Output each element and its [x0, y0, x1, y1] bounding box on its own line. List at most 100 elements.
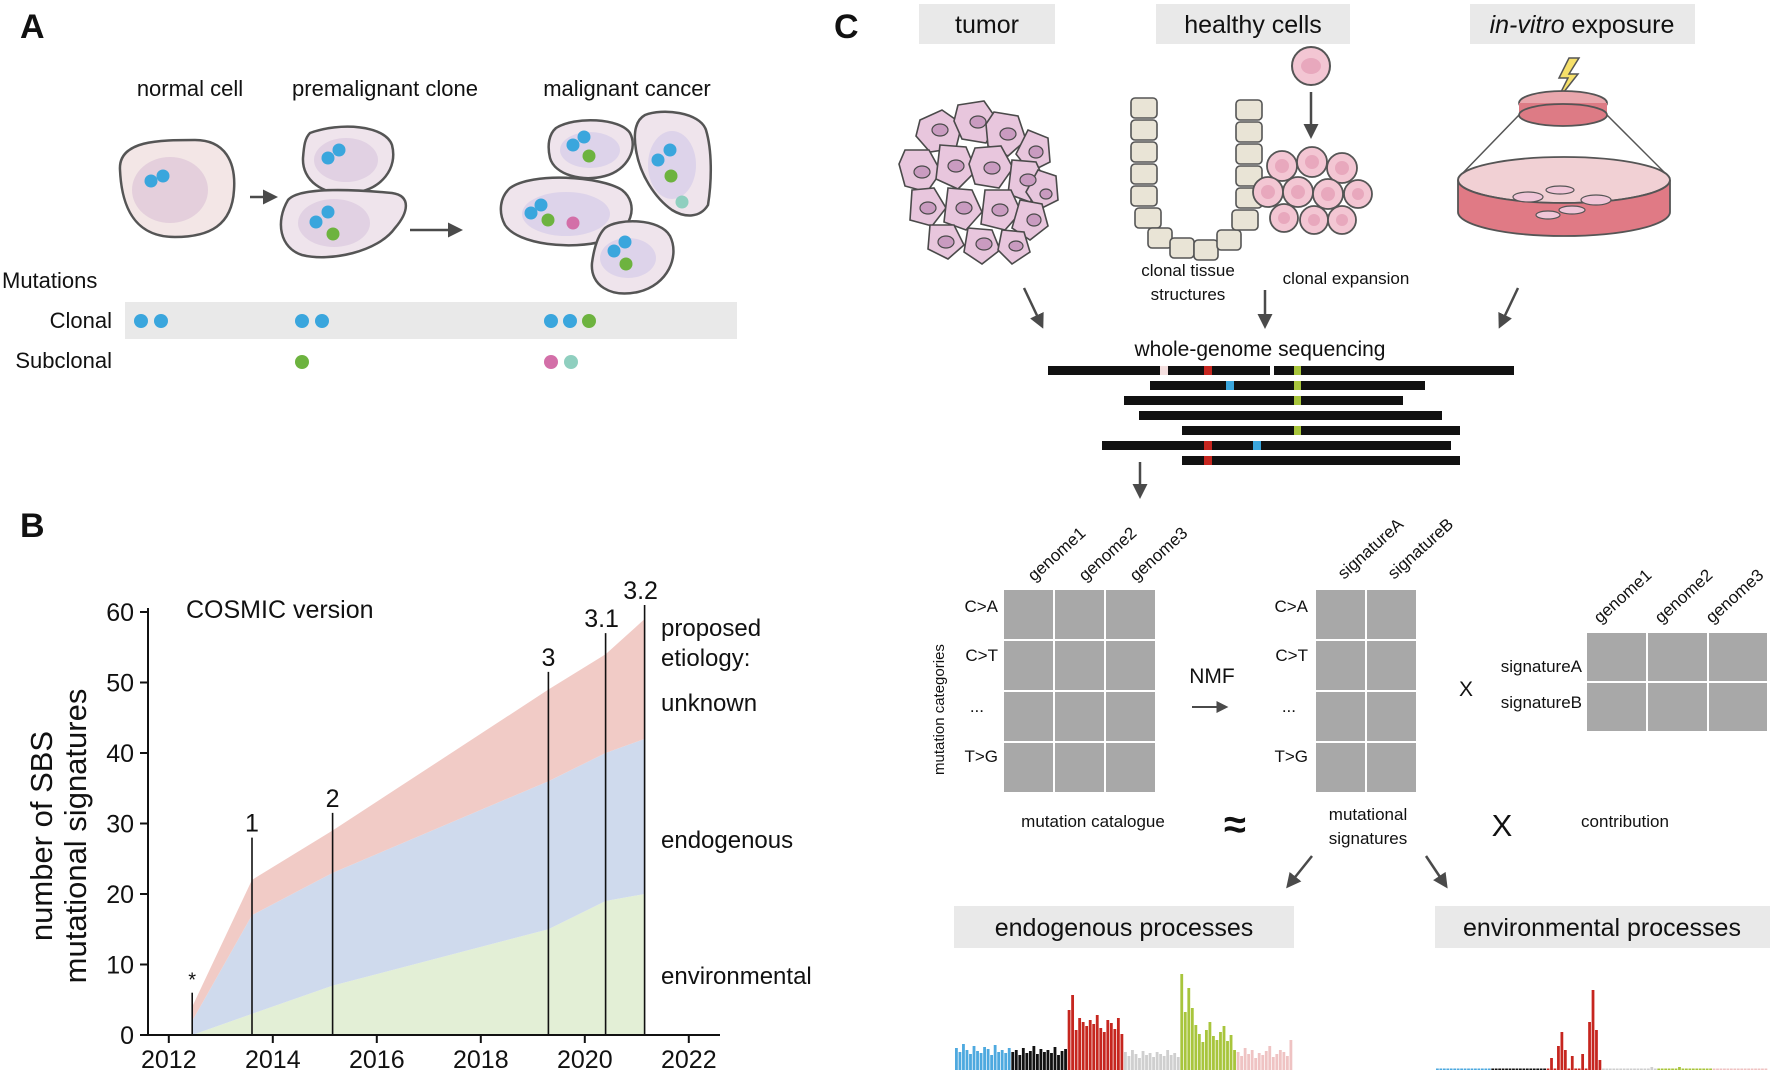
spectrum-bar — [1250, 1050, 1254, 1070]
spectrum-bar — [1085, 1026, 1089, 1070]
x-tick-label-2012: 2012 — [141, 1046, 197, 1074]
environmental-signature-spectrum — [1436, 990, 1768, 1070]
spectrum-bar — [1261, 1055, 1265, 1070]
multiply-big: X — [1492, 808, 1513, 843]
endogenous-processes-label: endogenous processes — [995, 914, 1254, 942]
arrow-invitro-to-wgs — [1498, 287, 1520, 329]
spectrum-bar — [1116, 1018, 1120, 1070]
spectrum-bar — [1446, 1068, 1450, 1070]
spectrum-bar — [1436, 1068, 1439, 1070]
row-clonal-label: Clonal — [50, 308, 112, 333]
spectrum-bar — [1477, 1068, 1481, 1070]
spectrum-bar — [1148, 1053, 1152, 1070]
spectrum-bar — [976, 1051, 979, 1070]
spectrum-bar — [962, 1044, 965, 1070]
mutational-signatures-label-line1: mutational — [1329, 805, 1407, 824]
spectrum-bar — [1159, 1054, 1163, 1070]
spectrum-bar — [1212, 1036, 1215, 1070]
y-tick-label-10: 10 — [106, 952, 134, 980]
x-tick-label-2016: 2016 — [349, 1046, 405, 1074]
spectrum-bar — [1057, 1055, 1060, 1070]
spectrum-bar — [1729, 1068, 1733, 1070]
spectrum-bar — [1071, 995, 1075, 1070]
clonal-expansion-label: clonal expansion — [1283, 269, 1410, 288]
row-label-ct: C>T — [965, 646, 998, 665]
tumor-cell-cluster-illustration — [898, 100, 1059, 266]
spectrum-bar — [969, 1054, 972, 1070]
spectrum-bar — [1064, 1049, 1067, 1070]
y-tick-label-0: 0 — [120, 1022, 134, 1050]
spectrum-bar — [1505, 1068, 1508, 1070]
spectrum-bar — [1570, 1056, 1574, 1070]
spectrum-bar — [1021, 1048, 1025, 1070]
spectrum-bar — [1078, 1018, 1082, 1070]
spectrum-bar — [1127, 1056, 1131, 1070]
spectrum-bar — [1678, 1067, 1681, 1070]
spectrum-bar — [1233, 1050, 1236, 1070]
spectrum-bar — [1243, 1048, 1247, 1070]
spectrum-bar — [1442, 1068, 1446, 1070]
arrow-to-environmental — [1424, 855, 1448, 889]
spectrum-bar — [1543, 1068, 1546, 1070]
spectrum-bar — [1629, 1068, 1633, 1070]
spectrum-bar — [1120, 1034, 1124, 1070]
spectrum-bar — [1702, 1068, 1706, 1070]
spectrum-bar — [1197, 1034, 1201, 1070]
mutation-catalogue-label: mutation catalogue — [1021, 812, 1165, 831]
spectrum-bar — [1449, 1068, 1453, 1070]
spectrum-bar — [1539, 1068, 1543, 1070]
release-label-1: 1 — [245, 810, 259, 838]
spectrum-bar — [1688, 1068, 1692, 1070]
spectrum-bar — [1674, 1068, 1678, 1070]
spectrum-bar — [1470, 1068, 1474, 1070]
legend-unknown: unknown — [661, 690, 757, 717]
spectrum-bar — [1043, 1052, 1046, 1070]
spectrum-bar — [1060, 1051, 1064, 1070]
spectrum-bar — [1124, 1052, 1127, 1070]
y-axis-title-line1: number of SBS — [24, 731, 59, 941]
spectrum-bar — [1491, 1068, 1495, 1070]
panel-a-letter: A — [20, 8, 45, 46]
nmf-label: NMF — [1189, 665, 1235, 688]
spectrum-bar — [1219, 1032, 1222, 1070]
spectrum-bar — [1074, 1030, 1078, 1070]
spectrum-bar — [1733, 1068, 1737, 1070]
spectrum-bar — [1081, 1022, 1085, 1070]
spectrum-bar — [1254, 1058, 1258, 1070]
premalignant-clone-illustration — [279, 125, 408, 259]
spectrum-bar — [1236, 1052, 1240, 1070]
spectrum-bar — [1757, 1068, 1761, 1070]
spectrum-bar — [1088, 1020, 1092, 1070]
sig-row-label-ct: C>T — [1275, 646, 1308, 665]
environmental-processes-label: environmental processes — [1463, 914, 1741, 942]
release-label-0: * — [188, 970, 196, 992]
stage-premalignant-label: premalignant clone — [292, 76, 478, 101]
mutational-signatures-label-line2: signatures — [1329, 829, 1407, 848]
spectrum-bar — [1215, 1040, 1219, 1070]
malignant-cancer-illustration — [499, 110, 713, 295]
area-series-endogenous — [192, 738, 645, 1035]
spectrum-bar — [979, 1053, 983, 1070]
spectrum-bar — [1716, 1068, 1719, 1070]
spectrum-bar — [1536, 1068, 1540, 1070]
sig-row-label-tg: T>G — [1274, 747, 1308, 766]
spectrum-bar — [1289, 1040, 1293, 1070]
spectrum-bar — [1138, 1058, 1141, 1070]
area-series-environmental — [192, 894, 645, 1035]
clonal-tissue-label-line2: structures — [1151, 285, 1226, 304]
spectrum-bar — [1619, 1068, 1623, 1070]
x-tick-label-2022: 2022 — [661, 1046, 717, 1074]
spectrum-bar — [958, 1052, 962, 1070]
spectrum-bar — [1653, 1068, 1657, 1070]
spectrum-bar — [1664, 1068, 1668, 1070]
spectrum-bar — [1208, 1022, 1212, 1070]
etiology-title-line1: proposed — [661, 615, 761, 642]
spectrum-bar — [955, 1048, 958, 1070]
spectrum-bar — [1605, 1068, 1609, 1070]
y-tick-label-30: 30 — [106, 811, 134, 839]
spectrum-bar — [986, 1049, 990, 1070]
spectrum-bar — [1173, 1053, 1177, 1070]
spectrum-bar — [1106, 1020, 1110, 1070]
spectrum-bar — [1109, 1023, 1113, 1070]
spectrum-bar — [1723, 1068, 1726, 1070]
